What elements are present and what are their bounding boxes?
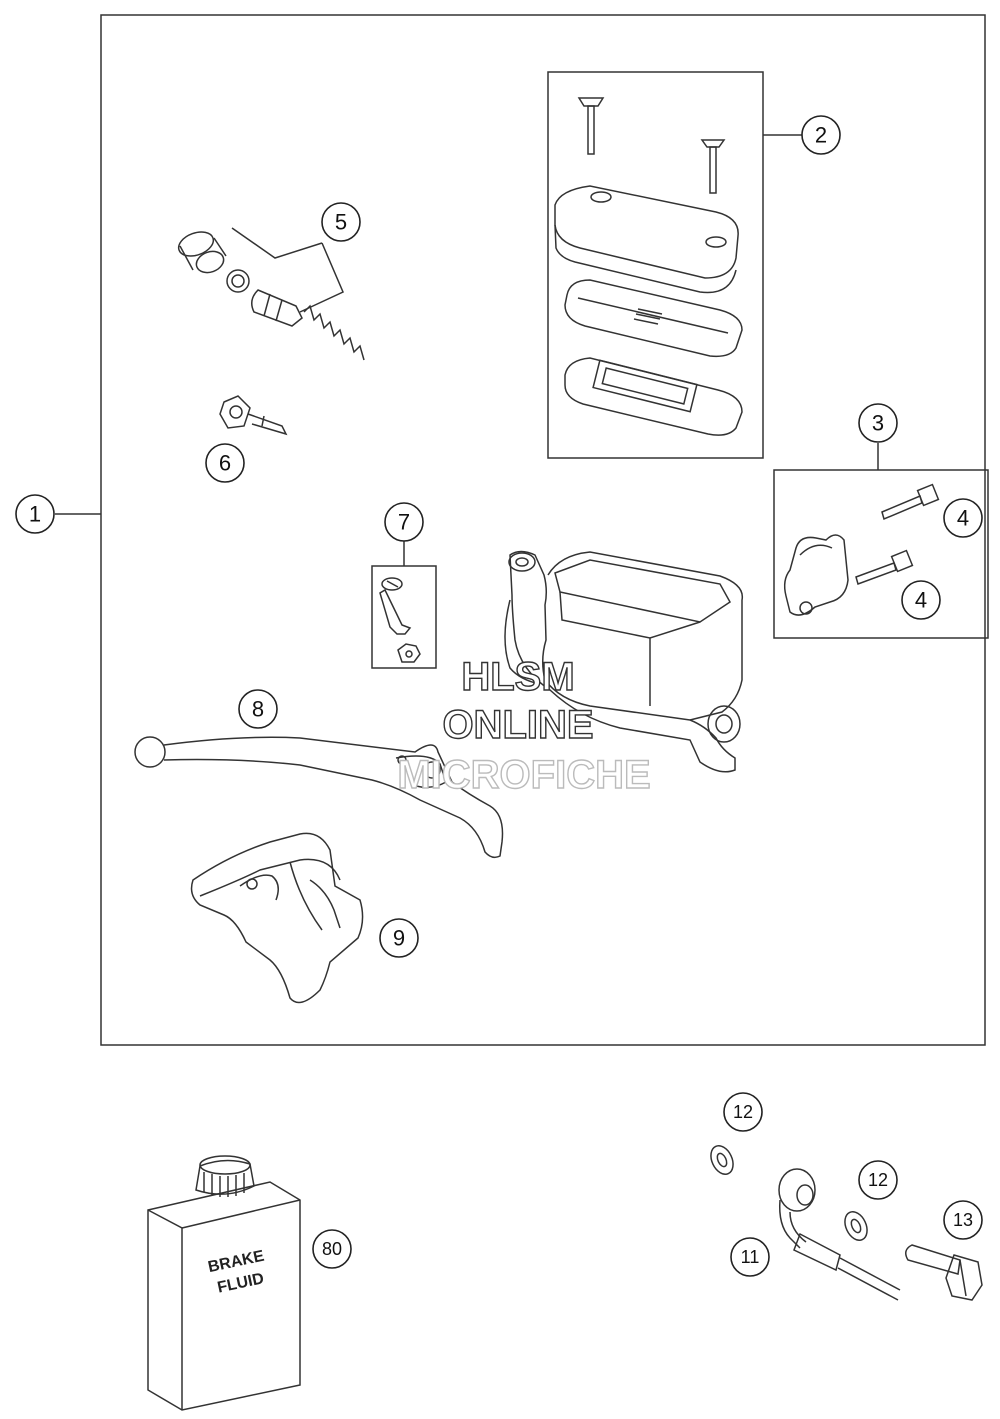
callout-8-circle (238, 689, 278, 729)
callout-4a: 4 (957, 506, 969, 531)
callout-4a-circle (943, 498, 983, 538)
assembly-frame (100, 14, 986, 1046)
reservoir-diaphragm (564, 279, 743, 358)
clamp-bolt-1 (881, 483, 940, 521)
callout-11: 11 (741, 1247, 760, 1267)
adjuster-screw (219, 395, 288, 436)
callout-4b: 4 (915, 588, 927, 613)
callout-6: 6 (219, 451, 231, 476)
watermark-line2: ONLINE (442, 703, 593, 747)
banjo-bolt (905, 1244, 983, 1301)
piston (251, 289, 303, 327)
callout-13-circle (943, 1200, 983, 1240)
handlebar-clamp (783, 534, 849, 616)
callout-13: 13 (953, 1210, 973, 1230)
callout-5: 5 (335, 210, 347, 235)
pivot-bolt (379, 577, 412, 635)
callout-4b-circle (901, 580, 941, 620)
callout-11-circle (730, 1237, 770, 1277)
callout-9: 9 (393, 926, 405, 951)
brake-lever (134, 736, 504, 859)
piston-boot (177, 231, 227, 274)
callout-8: 8 (252, 697, 264, 722)
watermark-line1: HLSM (461, 655, 574, 699)
callout-12b: 12 (868, 1170, 888, 1190)
brake-fluid-bottle (147, 1155, 301, 1411)
sealing-washer-2 (844, 1211, 868, 1241)
diaphragm-plate (564, 357, 743, 436)
callout-80-circle (312, 1229, 352, 1269)
cover-screw-2 (700, 139, 726, 194)
bottle-label: BRAKE FLUID (207, 1248, 267, 1297)
sealing-washer-1 (710, 1145, 734, 1175)
watermark-line3: MICROFICHE (397, 753, 650, 797)
callout-2-circle (801, 115, 841, 155)
callout-9-circle (379, 918, 419, 958)
callout-12a-circle (723, 1092, 763, 1132)
callout-12a: 12 (733, 1102, 753, 1122)
clamp-kit-box (773, 469, 989, 639)
leader-5b (299, 242, 344, 313)
callout-1: 1 (29, 502, 41, 527)
callout-6-circle (205, 443, 245, 483)
callout-1-circle (15, 494, 55, 534)
brake-line (778, 1168, 901, 1301)
cover-kit-box (547, 71, 764, 459)
callout-3-circle (858, 403, 898, 443)
master-cylinder-body (504, 550, 744, 773)
lever-cover (190, 832, 364, 1004)
clamp-bolt-2 (855, 549, 914, 585)
callout-2: 2 (815, 123, 827, 148)
reservoir-cover (554, 185, 739, 294)
callout-7-circle (384, 502, 424, 542)
callout-5-circle (321, 202, 361, 242)
pivot-kit-box (371, 565, 437, 669)
callout-12b-circle (858, 1160, 898, 1200)
callout-7: 7 (398, 510, 410, 535)
piston-spring (303, 304, 365, 361)
cover-screw-1 (577, 97, 605, 155)
circlip (226, 269, 250, 293)
leader-5a (231, 227, 323, 259)
callout-80: 80 (322, 1239, 342, 1259)
bottle-label-line2: FLUID (216, 1270, 266, 1296)
watermark: HLSM ONLINE MICROFICHE (397, 654, 652, 797)
callout-3: 3 (872, 411, 884, 436)
pivot-nut (397, 643, 421, 663)
